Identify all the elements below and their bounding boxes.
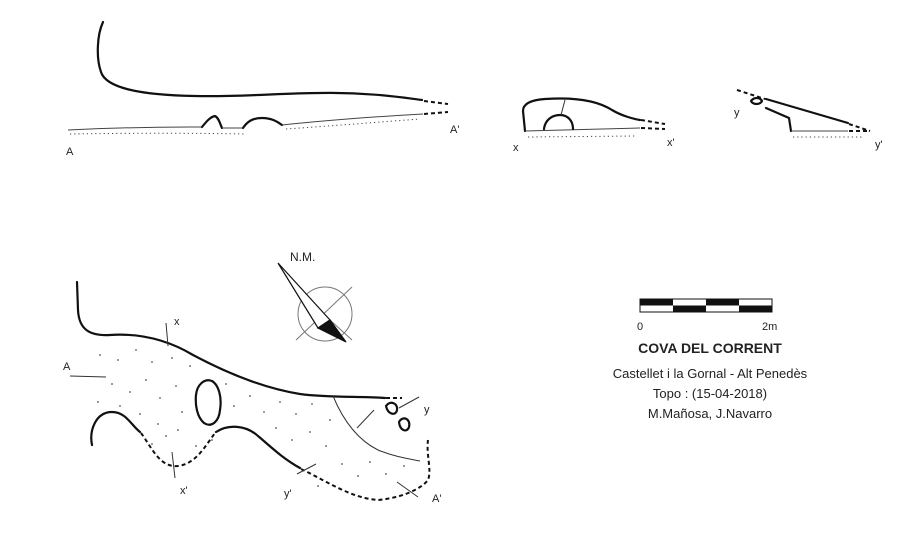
plan-label-a: A: [63, 361, 71, 373]
survey-date-text: Topo : (15-04-2018): [652, 386, 768, 401]
section-y-start-label: y: [734, 107, 740, 119]
plan-floor-stipple: [97, 349, 405, 487]
plan-label-a-prime: A': [432, 493, 441, 505]
section-x-end-label: x': [667, 137, 675, 149]
longitudinal-profile: A A': [66, 20, 459, 158]
section-x-start-label: x: [513, 142, 519, 154]
profile-end-label: A': [450, 124, 459, 136]
north-arrow: N.M.: [277, 250, 353, 343]
plan-view: A x x' y y' A': [63, 280, 441, 505]
authors-text: M.Mañosa, J.Navarro: [647, 406, 773, 421]
cross-section-y: y y': [734, 89, 883, 151]
cave-title: COVA DEL CORRENT: [638, 340, 782, 356]
plan-label-x: x: [174, 316, 180, 328]
section-y-end-label: y': [875, 139, 883, 151]
plan-label-y: y: [424, 404, 430, 416]
north-label: N.M.: [290, 250, 315, 264]
location-text: Castellet i la Gornal - Alt Penedès: [612, 366, 808, 381]
cross-section-x: x x': [513, 97, 675, 154]
title-block: COVA DEL CORRENT Castellet i la Gornal -…: [560, 340, 860, 426]
plan-label-y-prime: y': [284, 488, 292, 500]
plan-label-x-prime: x': [180, 485, 188, 497]
profile-start-label: A: [66, 146, 74, 158]
scale-end-label: 2m: [762, 321, 778, 333]
scale-bar: [639, 298, 773, 313]
scale-start-label: 0: [637, 321, 644, 333]
